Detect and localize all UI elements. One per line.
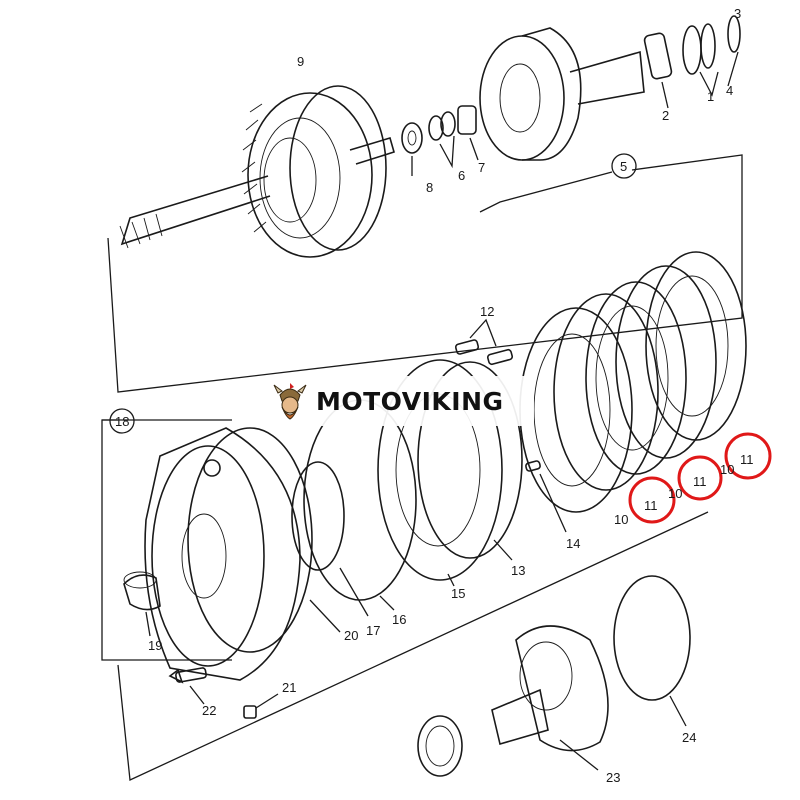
label-18-circle — [109, 408, 135, 434]
pump-housing — [123, 427, 341, 681]
label-4: 4 — [726, 83, 733, 98]
label-19: 19 — [148, 638, 162, 653]
label-3: 3 — [734, 6, 741, 21]
label-24: 24 — [682, 730, 696, 745]
label-23: 23 — [606, 770, 620, 785]
label-11a: 11 — [644, 498, 658, 513]
washer-bearing-group — [401, 105, 479, 176]
label-12: 12 — [480, 304, 494, 319]
assembly-bracket-lines — [101, 154, 743, 781]
label-7: 7 — [478, 160, 485, 175]
label-11c: 11 — [740, 452, 754, 467]
label-10a: 10 — [614, 512, 628, 527]
highlight-circle-11a — [628, 476, 676, 524]
highlight-markers — [628, 432, 772, 524]
stator-support — [417, 575, 691, 777]
bolt-and-plug — [168, 667, 279, 719]
spring-pair — [454, 318, 567, 533]
label-10b: 10 — [668, 486, 682, 501]
label-17: 17 — [366, 623, 380, 638]
highlight-circle-11b — [677, 455, 723, 501]
label-8: 8 — [426, 180, 433, 195]
label-22: 22 — [202, 703, 216, 718]
label-11b: 11 — [693, 474, 707, 489]
viking-logo-icon — [273, 383, 307, 420]
label-18: 18 — [115, 414, 129, 429]
label-9: 9 — [297, 54, 304, 69]
label-5: 5 — [620, 159, 627, 174]
label-6: 6 — [458, 168, 465, 183]
rear-drum-assembly — [479, 15, 741, 161]
highlight-circle-11c — [724, 432, 772, 480]
label-13: 13 — [511, 563, 525, 578]
brand-banner: MOTOVIKING — [262, 376, 534, 426]
label-21: 21 — [282, 680, 296, 695]
label-15: 15 — [451, 586, 465, 601]
part-labels: 1 2 3 4 5 6 7 8 9 10 10 10 11 11 11 12 1… — [115, 6, 754, 785]
clutch-plate-stack — [519, 251, 747, 513]
label-20: 20 — [344, 628, 358, 643]
label-14: 14 — [566, 536, 580, 551]
brand-name: MOTOVIKING — [316, 386, 504, 416]
label-10c: 10 — [720, 462, 734, 477]
label-1: 1 — [707, 89, 714, 104]
label-16: 16 — [392, 612, 406, 627]
drum-shaft-assembly — [119, 85, 395, 258]
label-5-circle — [611, 153, 637, 179]
label-2: 2 — [662, 108, 669, 123]
